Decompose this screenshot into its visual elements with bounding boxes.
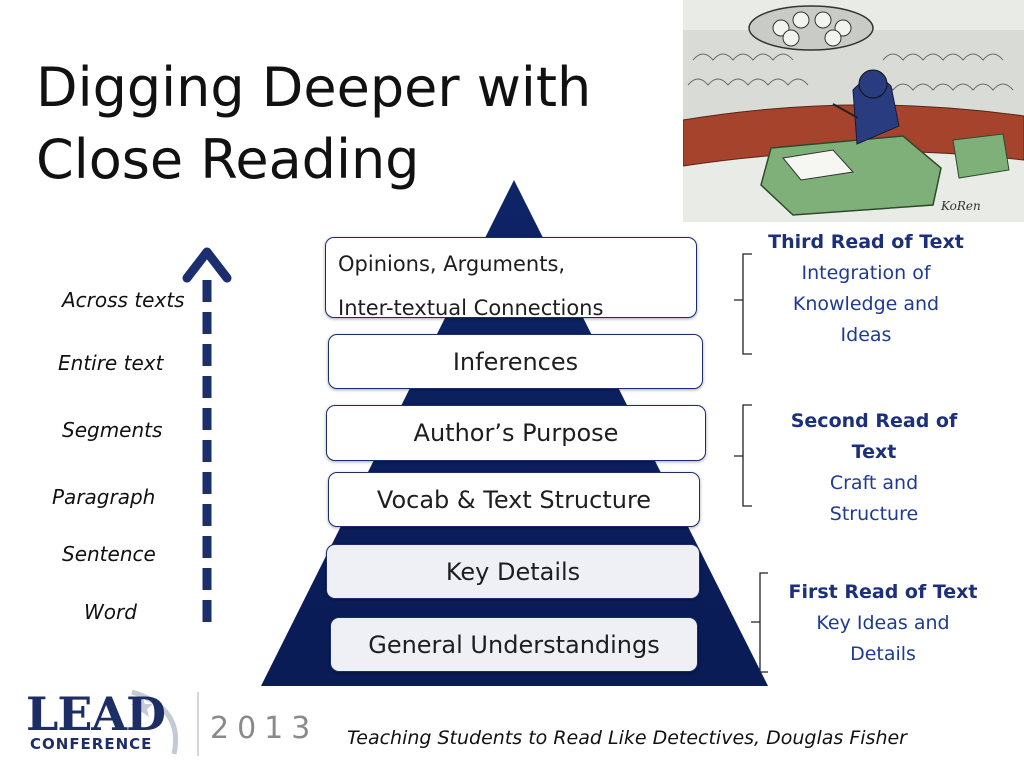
logo-subtitle: CONFERENCE	[30, 735, 153, 753]
second-read-body-2: Structure	[829, 503, 919, 525]
pyramid-level-general-understandings: General Understandings	[330, 617, 698, 672]
second-read-body-1: Craft and	[829, 472, 919, 494]
pyramid-level-opinions: Opinions, Arguments, Inter-textual Conne…	[325, 237, 697, 320]
third-read-note: Third Read of Text Integration of Knowle…	[766, 227, 966, 351]
second-read-heading-1: Second Read of	[790, 410, 958, 432]
scope-label-across-texts: Across texts	[62, 288, 185, 312]
second-read-note: Second Read of Text Craft and Structure	[774, 406, 974, 530]
logo-wordmark: LEAD	[26, 687, 166, 741]
slide-title: Digging Deeper with Close Reading	[36, 52, 656, 196]
source-citation: Teaching Students to Read Like Detective…	[347, 727, 907, 749]
first-read-body-2: Details	[850, 643, 916, 665]
third-read-heading: Third Read of Text	[768, 231, 964, 253]
third-read-body-1: Integration of	[801, 262, 931, 284]
level-opinions-line1: Opinions, Arguments,	[338, 252, 566, 276]
scope-label-sentence: Sentence	[62, 542, 156, 566]
logo-year: 2013	[210, 711, 319, 746]
third-read-body-3: Ideas	[840, 324, 892, 346]
scope-label-segments: Segments	[62, 418, 163, 442]
level-opinions-line2: Inter-textual Connections	[338, 296, 604, 320]
pyramid-level-authors-purpose: Author’s Purpose	[326, 405, 706, 461]
title-line-2: Close Reading	[36, 128, 420, 191]
surgeon-reading-illustration: KoRen	[683, 0, 1024, 222]
scope-label-entire-text: Entire text	[58, 351, 164, 375]
svg-text:KoRen: KoRen	[940, 199, 981, 213]
first-read-body-1: Key Ideas and	[816, 612, 950, 634]
first-read-heading: First Read of Text	[788, 581, 978, 603]
pyramid-level-inferences: Inferences	[328, 334, 703, 389]
first-read-note: First Read of Text Key Ideas and Details	[783, 577, 983, 670]
pyramid-level-key-details: Key Details	[326, 544, 700, 599]
pyramid-level-vocab-structure: Vocab & Text Structure	[328, 472, 700, 527]
scope-label-word: Word	[84, 600, 137, 624]
title-line-1: Digging Deeper with	[36, 56, 592, 119]
scope-label-paragraph: Paragraph	[52, 485, 156, 509]
second-read-heading-2: Text	[851, 441, 897, 463]
lead-conference-logo-mark	[131, 689, 199, 756]
third-read-body-2: Knowledge and	[792, 293, 940, 315]
scope-up-arrow-icon	[182, 247, 232, 630]
